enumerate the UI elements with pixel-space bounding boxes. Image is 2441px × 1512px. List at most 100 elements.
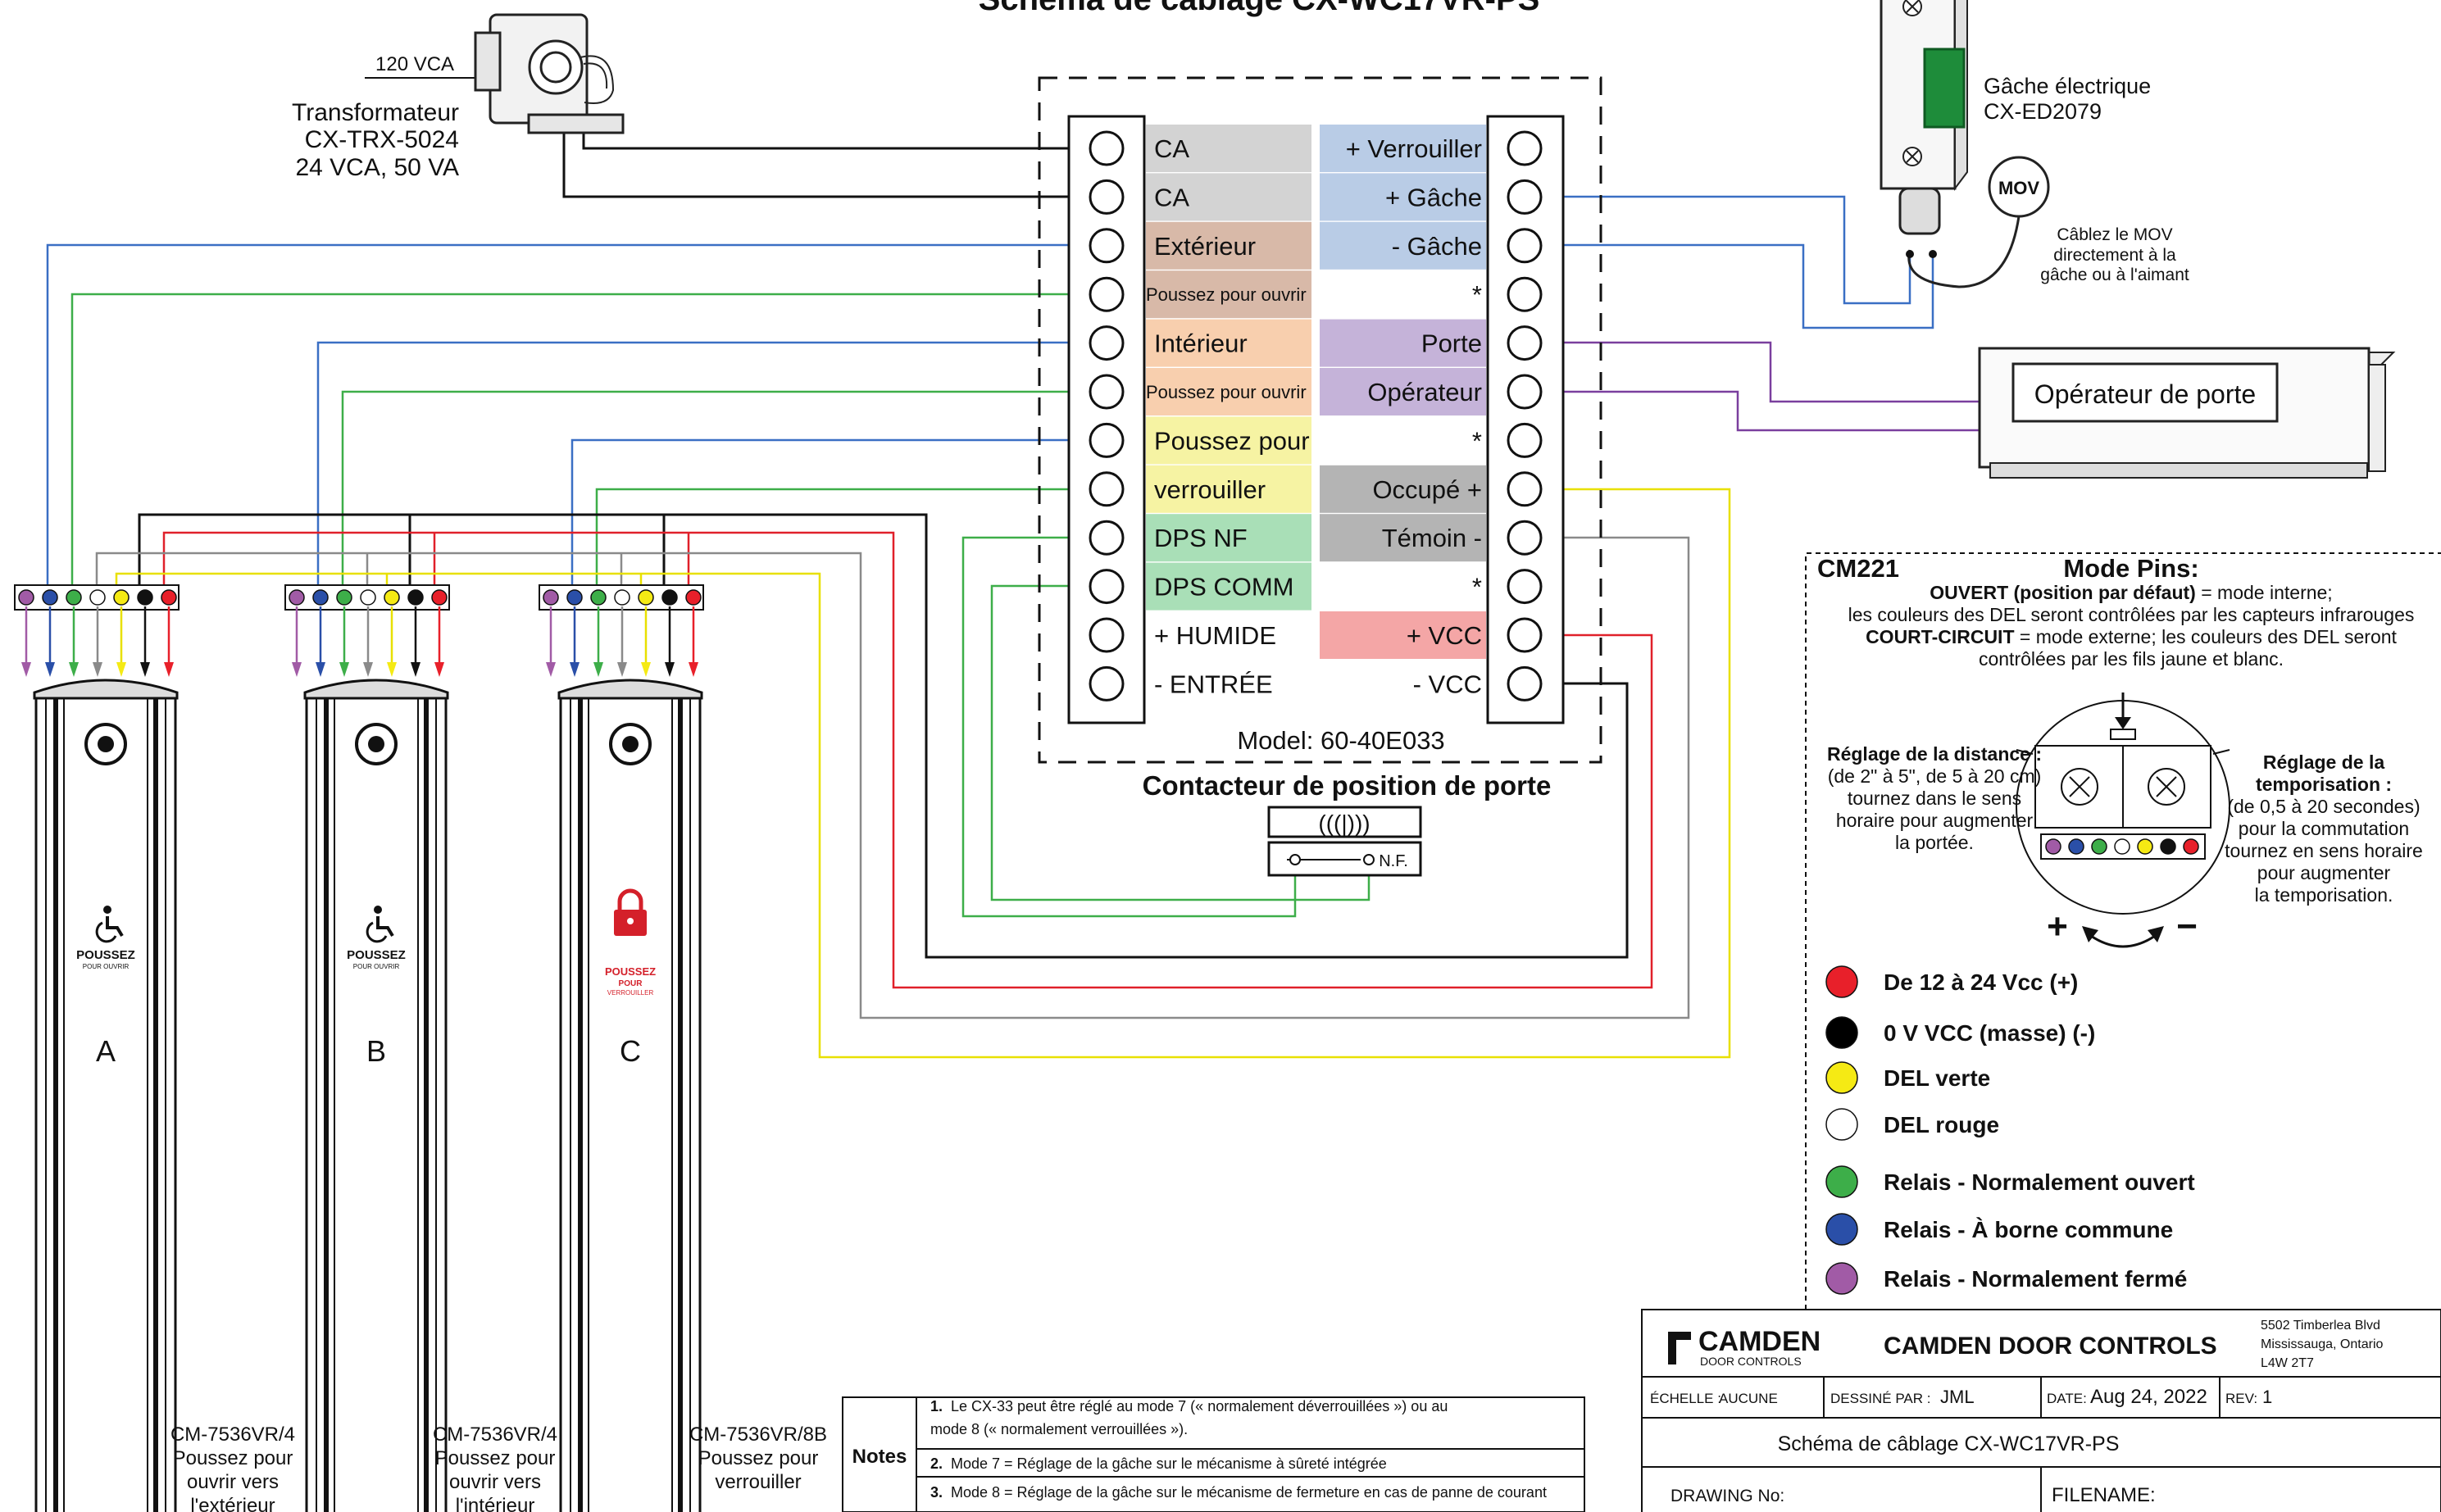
- post-cap: [303, 679, 449, 700]
- left-terminal-bg: [1146, 611, 1311, 659]
- connector-dot: [161, 589, 177, 606]
- left-terminal-screw: [1089, 325, 1125, 361]
- wire: [582, 127, 1090, 150]
- dps-title: Contacteur de position de porte: [1143, 770, 1552, 801]
- date-value: Aug 24, 2022: [2090, 1386, 2207, 1408]
- dps-magnet: (((|))): [1318, 810, 1370, 836]
- post-push-label: POUSSEZ: [347, 948, 406, 962]
- post-caption-line: l'intérieur: [456, 1495, 535, 1512]
- right-terminal-label: Occupé +: [1372, 475, 1482, 504]
- timer-line-3: tournez en sens horaire: [2225, 840, 2423, 861]
- post-cap: [33, 679, 179, 700]
- legend-swatch: [1825, 1262, 1858, 1295]
- post-letter: A: [96, 1034, 116, 1068]
- cm221-open-bold: OUVERT (position par défaut): [1930, 582, 2196, 603]
- wire: [316, 341, 1090, 586]
- drawn-label: DESSINÉ PAR :: [1830, 1391, 1931, 1406]
- right-terminal-screw: [1507, 179, 1543, 215]
- wire: [138, 513, 666, 586]
- notes-table: Notes 1. Le CX-33 peut être réglé au mod…: [842, 1396, 1585, 1512]
- sensor-dot: [2045, 838, 2061, 855]
- left-terminal-screw: [1089, 520, 1125, 556]
- lead-arrow: [292, 662, 302, 677]
- legend-swatch: [1825, 1213, 1858, 1246]
- sensor-dot: [2183, 838, 2199, 855]
- mov: MOV Câblez le MOV directement à la gâche…: [1906, 156, 2189, 288]
- distance-line-3: horaire pour augmenter: [1836, 810, 2034, 831]
- left-terminal-label: Poussez pour: [1154, 426, 1310, 455]
- lead-arrow: [363, 662, 373, 677]
- post-caption-line: verrouiller: [715, 1471, 801, 1493]
- connector-dot: [89, 589, 106, 606]
- wheelchair-icon: [366, 906, 394, 943]
- cm221-short-rest: = mode externe; les couleurs des DEL ser…: [2015, 626, 2398, 647]
- post-caption-line: Poussez pour: [698, 1447, 819, 1469]
- connector-dot: [289, 589, 305, 606]
- left-terminal-bg: [1146, 221, 1311, 270]
- post-push-label: POUSSEZ: [605, 965, 656, 978]
- legend-swatch: [1825, 1061, 1858, 1094]
- left-terminal-screw: [1089, 422, 1125, 458]
- left-terminal-bg: [1146, 562, 1311, 611]
- connector-dot: [407, 589, 424, 606]
- left-terminal-bg: [1146, 270, 1311, 319]
- left-terminal-screw: [1089, 617, 1125, 653]
- right-terminal-label: - VCC: [1413, 670, 1482, 698]
- left-terminal-bg: [1146, 173, 1311, 221]
- lead-arrow: [116, 662, 126, 677]
- notes-header: Notes: [852, 1446, 907, 1468]
- wire: [1541, 341, 1980, 403]
- mov-note-2: directement à la: [2053, 246, 2176, 265]
- left-terminal-bg: [1146, 416, 1311, 465]
- right-terminal-label: Opérateur: [1367, 378, 1482, 406]
- left-terminal-bg: [1146, 125, 1311, 172]
- cm221-short-line: COURT-CIRCUIT = mode externe; les couleu…: [1866, 626, 2397, 647]
- connector-dot: [113, 589, 130, 606]
- right-terminal-bg: [1320, 514, 1486, 562]
- right-terminal-screw: [1507, 520, 1543, 556]
- distance-line-1: (de 2" à 5", de 5 à 20 cm): [1828, 765, 2042, 787]
- wire: [162, 531, 1653, 989]
- left-terminal-label: DPS COMM: [1154, 573, 1294, 602]
- strike-model: CX-ED2079: [1984, 99, 2102, 124]
- post-body: [305, 697, 448, 1512]
- post-push-sub: POUR: [619, 979, 643, 988]
- post-caption-line: ouvrir vers: [449, 1471, 541, 1493]
- left-terminal-bg: [1146, 368, 1311, 415]
- wire: [341, 390, 1090, 586]
- legend-swatch: [1825, 1165, 1858, 1198]
- left-terminal-label: Poussez pour ouvrir: [1146, 382, 1307, 402]
- connector-dot: [360, 589, 376, 606]
- right-terminal-bg: [1320, 416, 1486, 465]
- post-letter: B: [366, 1034, 386, 1068]
- wire: [46, 243, 1090, 586]
- wire: [70, 293, 1090, 586]
- post-cap: [557, 679, 703, 700]
- color-legend: De 12 à 24 Vcc (+)0 V VCC (masse) (-)DEL…: [1825, 965, 2195, 1295]
- connector-dot: [384, 589, 400, 606]
- right-terminal-bg: [1320, 660, 1486, 708]
- cm221-mode-title: Mode Pins:: [2063, 554, 2198, 583]
- electric-strike: Gâche électrique CX-ED2079: [1880, 0, 2151, 235]
- scale-value: AUCUNE: [1719, 1391, 1778, 1406]
- right-terminal-bg: [1320, 270, 1486, 319]
- legend-label: DEL rouge: [1884, 1112, 1999, 1137]
- post-body: [559, 697, 702, 1512]
- right-terminal-bg: [1320, 221, 1486, 270]
- post-caption-line: CM-7536VR/4: [170, 1423, 295, 1446]
- post-push-sub: POUR OUVRIR: [353, 963, 400, 970]
- legend-label: Relais - À borne commune: [1884, 1217, 2173, 1242]
- right-terminal-label: *: [1472, 280, 1482, 309]
- transformer-voltage: 120 VCA: [375, 53, 454, 75]
- distance-line-2: tournez dans le sens: [1848, 788, 2021, 809]
- lead-arrow: [570, 662, 580, 677]
- wire: [990, 584, 1371, 901]
- address-1: 5502 Timberlea Blvd: [2261, 1319, 2380, 1333]
- wire: [1541, 390, 1980, 432]
- diagram-title: Schéma de câblage CX-WC17VR-PS: [979, 0, 1540, 17]
- left-terminal-label: Poussez pour ouvrir: [1146, 284, 1307, 305]
- right-terminal-screw: [1507, 228, 1543, 264]
- right-terminal-screw: [1507, 325, 1543, 361]
- lead-arrow: [164, 662, 174, 677]
